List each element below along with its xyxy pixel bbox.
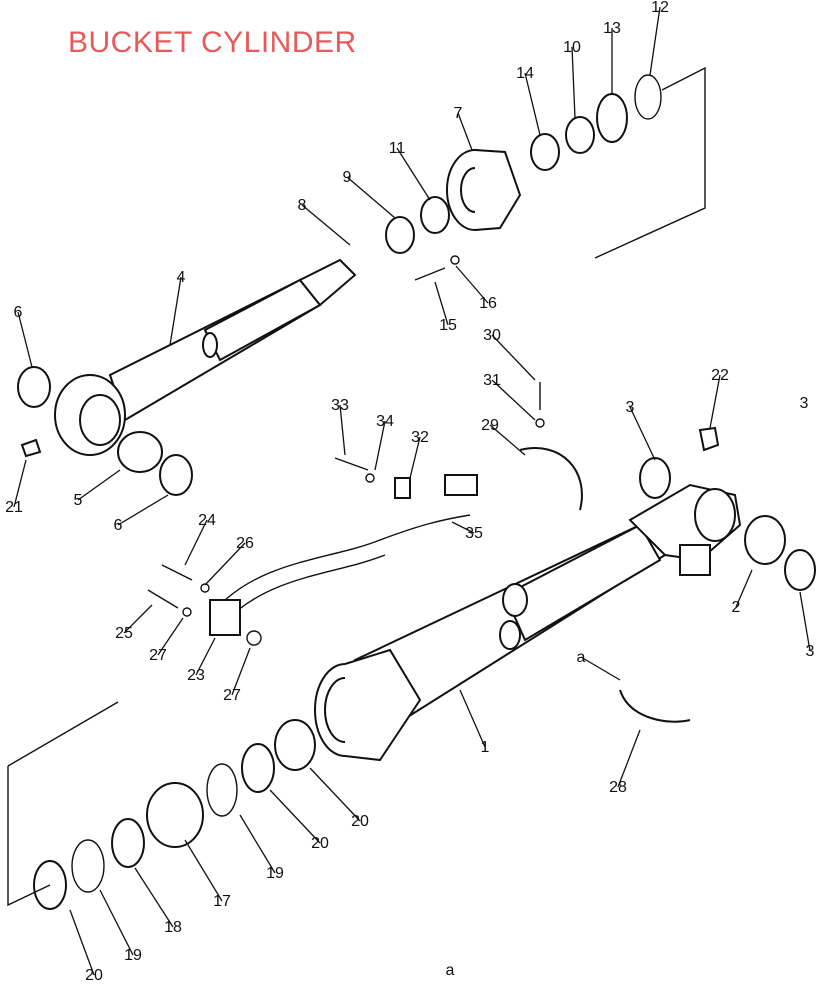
callout-label-3: 3 <box>800 395 809 412</box>
callout-label-10: 10 <box>563 39 581 56</box>
callout-label-33: 33 <box>331 397 349 414</box>
callout-leader-line <box>709 374 721 429</box>
callout-leader-line <box>799 591 811 652</box>
callout-leader-line <box>204 542 246 586</box>
callout-label-20: 20 <box>311 835 329 852</box>
callout-label-19: 19 <box>266 865 284 882</box>
callout-label-4: 4 <box>177 269 186 286</box>
callout-leader-line <box>735 569 753 608</box>
callout-leader-line <box>169 276 182 346</box>
callout-label-23: 23 <box>187 667 205 684</box>
callout-leader-line <box>455 265 489 304</box>
callout-leader-line <box>231 647 251 696</box>
callout-label-5: 5 <box>74 492 83 509</box>
callout-leader-line <box>134 867 174 928</box>
callout-leader-line <box>77 469 121 501</box>
callout-leader-line <box>117 494 169 526</box>
callout-leader-line <box>524 72 541 136</box>
callout-label-32: 32 <box>411 429 429 446</box>
piston-rod <box>54 258 357 456</box>
callout-label-17: 17 <box>213 893 231 910</box>
callout-leader-line <box>649 6 661 76</box>
callout-label-24: 24 <box>198 512 216 529</box>
callout-label-6: 6 <box>114 517 123 534</box>
callout-leader-line <box>459 689 486 748</box>
callout-label-31: 31 <box>483 372 501 389</box>
callout-leader-line <box>434 281 449 326</box>
callout-leader-line <box>374 420 386 471</box>
callout-leader-line <box>269 789 321 844</box>
bolts <box>20 255 720 646</box>
callout-label-1: 1 <box>481 739 490 756</box>
callout-label-a: a <box>577 649 586 666</box>
callout-leader-line <box>123 604 153 634</box>
callout-label-29: 29 <box>481 417 499 434</box>
callout-leader-line <box>346 176 396 219</box>
callout-label-14: 14 <box>516 65 534 82</box>
callout-leader-line <box>309 767 361 822</box>
callout-leader-line <box>184 519 208 566</box>
callout-label-20: 20 <box>351 813 369 830</box>
diagram-title: BUCKET CYLINDER <box>68 26 357 59</box>
callout-label-22: 22 <box>711 367 729 384</box>
callout-label-20: 20 <box>85 967 103 984</box>
callout-label-30: 30 <box>483 327 501 344</box>
callout-label-3: 3 <box>806 643 815 660</box>
callout-leader-line <box>491 334 536 381</box>
callout-leader-line <box>451 521 475 534</box>
callout-label-11: 11 <box>389 140 406 157</box>
callout-label-15: 15 <box>439 317 457 334</box>
callout-label-a: a <box>446 962 455 979</box>
callout-label-18: 18 <box>164 919 182 936</box>
callout-label-34: 34 <box>376 413 394 430</box>
callout-label-27: 27 <box>223 687 241 704</box>
cylinder-head-flange <box>314 648 422 762</box>
callout-label-7: 7 <box>454 105 463 122</box>
callout-leader-line <box>617 729 641 788</box>
callout-leader-line <box>629 406 656 461</box>
callout-leader-line <box>17 311 33 368</box>
callout-label-12: 12 <box>651 0 669 16</box>
callout-label-35: 35 <box>465 525 483 542</box>
callout-label-9: 9 <box>343 169 352 186</box>
callout-leader-line <box>489 424 526 456</box>
callout-label-26: 26 <box>236 535 254 552</box>
callout-leader-line <box>157 617 184 656</box>
callout-leader-line <box>491 379 536 421</box>
callout-leader-line <box>184 839 223 902</box>
callout-leader-line <box>99 889 134 956</box>
callout-label-27: 27 <box>149 647 167 664</box>
callout-label-28: 28 <box>609 779 627 796</box>
callout-leader-line <box>339 404 346 456</box>
callout-label-13: 13 <box>603 20 621 37</box>
callout-label-6: 6 <box>14 304 23 321</box>
callout-label-25: 25 <box>115 625 133 642</box>
cylinder-tube <box>353 483 742 727</box>
callout-leader-line <box>580 656 621 681</box>
frame-lines <box>7 66 706 907</box>
rod-head <box>446 149 522 231</box>
callout-leader-line <box>195 637 216 676</box>
callout-label-16: 16 <box>479 295 497 312</box>
callout-leader-line <box>571 46 576 119</box>
callout-leader-line <box>13 459 27 508</box>
callout-leader-line <box>396 147 431 201</box>
callout-leader-line <box>239 814 276 874</box>
callout-labels: 1233345667891011121314151617181919202020… <box>5 0 814 984</box>
hose-assembly <box>209 447 691 723</box>
callout-leader-line <box>69 909 95 976</box>
callout-label-2: 2 <box>732 599 741 616</box>
callout-leader-line <box>409 436 421 479</box>
callout-leader-line <box>457 112 473 151</box>
callout-label-21: 21 <box>5 499 23 516</box>
callout-label-19: 19 <box>124 947 142 964</box>
callout-label-8: 8 <box>298 197 307 214</box>
callout-leader-line <box>301 204 351 246</box>
callout-label-3: 3 <box>626 399 635 416</box>
